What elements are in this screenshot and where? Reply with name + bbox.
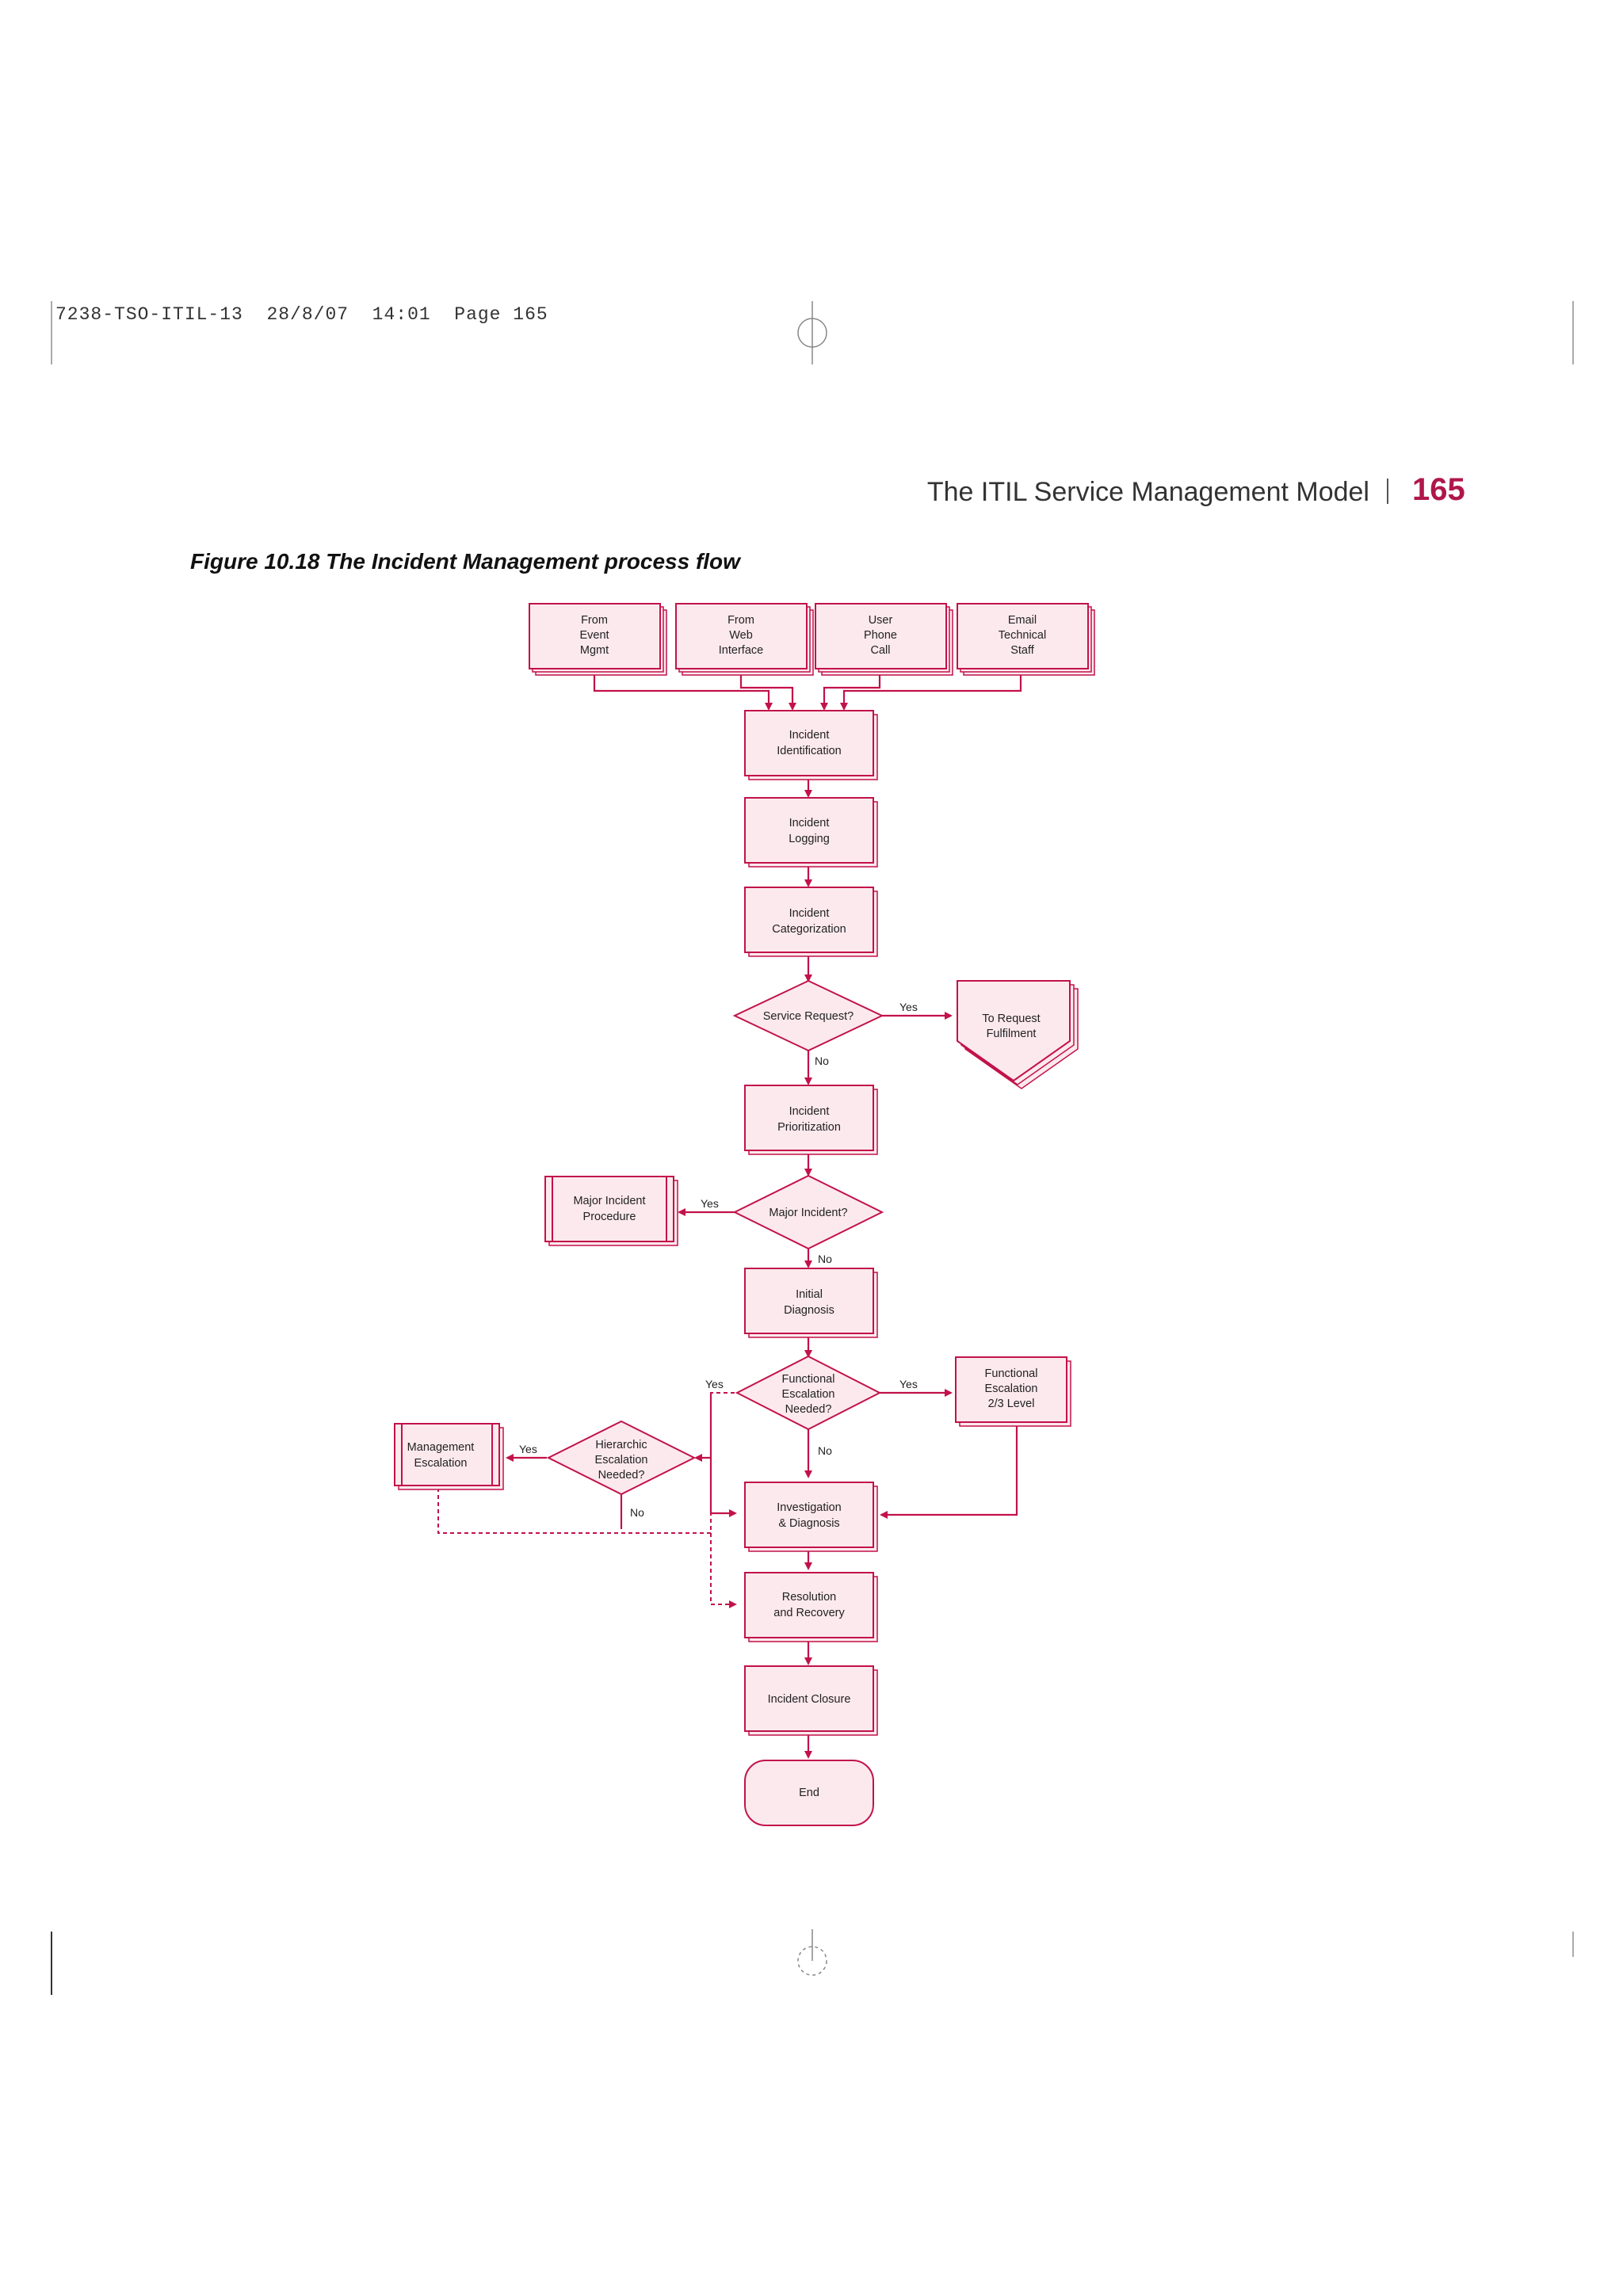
node-from-web: From Web Interface	[675, 603, 814, 676]
header-divider	[1387, 479, 1388, 504]
node-email-staff: Email Technical Staff	[957, 603, 1095, 676]
node-label: Escalation	[985, 1383, 1038, 1395]
node-label: Hierarchic	[595, 1439, 647, 1451]
decision-service-request: Service Request?	[732, 979, 884, 1052]
node-label: Functional	[782, 1373, 835, 1386]
node-label: Phone	[864, 629, 897, 642]
node-label: Mgmt	[580, 644, 609, 657]
crop-mark-right-top	[1572, 301, 1574, 364]
edge-functional-escalation-return	[880, 1425, 1018, 1519]
node-request-fulfilment: To Request Fulfilment	[957, 980, 1079, 1089]
node-label: Incident	[789, 817, 830, 830]
node-label: Web	[729, 629, 753, 642]
node-label: Functional	[985, 1367, 1038, 1380]
decision-functional-escalation: Functional Escalation Needed?	[735, 1355, 882, 1431]
node-major-incident-procedure: Major Incident Procedure	[544, 1176, 678, 1246]
print-slug: 7238-TSO-ITIL-13 28/8/07 14:01 Page 165	[55, 304, 548, 325]
label-yes: Yes	[899, 1378, 918, 1390]
node-label: Needed?	[598, 1469, 645, 1482]
dashed-functional-to-resolution	[710, 1392, 737, 1608]
node-label: Resolution	[782, 1591, 837, 1604]
node-label: Technical	[999, 629, 1046, 642]
label-no: No	[630, 1506, 644, 1519]
label-no: No	[815, 1055, 829, 1067]
label-yes: Yes	[519, 1443, 537, 1455]
node-label: To Request	[982, 1013, 1040, 1025]
node-label: Escalation	[782, 1388, 835, 1401]
edge-functional-to-hierarchic	[694, 1393, 712, 1462]
page-number: 165	[1412, 472, 1465, 507]
node-label: Incident	[789, 907, 830, 920]
node-label: From	[581, 614, 608, 627]
node-label: 2/3 Level	[988, 1398, 1035, 1410]
node-label: From	[727, 614, 754, 627]
figure-caption: Figure 10.18 The Incident Management pro…	[190, 549, 740, 574]
node-label: Logging	[789, 833, 830, 845]
node-label: Event	[579, 629, 609, 642]
node-initial-diagnosis: Initial Diagnosis	[744, 1268, 878, 1338]
node-label: and Recovery	[773, 1607, 845, 1619]
node-label: Procedure	[583, 1211, 636, 1223]
node-label: Needed?	[785, 1403, 832, 1416]
running-title: The ITIL Service Management Model	[926, 477, 1369, 507]
node-user-phone: User Phone Call	[815, 603, 953, 676]
node-management-escalation: Management Escalation	[394, 1423, 504, 1490]
node-label: Incident	[789, 1105, 830, 1118]
edge-phone-to-identification	[820, 675, 881, 711]
node-incident-prioritization: Incident Prioritization	[744, 1085, 878, 1155]
node-label: Categorization	[772, 923, 846, 936]
crop-mark-right-bottom	[1572, 1932, 1574, 1957]
node-label: Interface	[719, 644, 763, 657]
label-yes: Yes	[701, 1197, 719, 1210]
registration-mark-top	[797, 301, 827, 364]
node-label: Service Request?	[763, 1010, 854, 1023]
edge-to-investigation	[709, 1458, 737, 1517]
node-label: Staff	[1010, 644, 1035, 657]
crop-mark-left-top	[51, 301, 52, 364]
node-label: Management	[407, 1441, 475, 1454]
dashed-management-return	[437, 1488, 711, 1534]
node-label: Escalation	[595, 1454, 648, 1466]
node-incident-logging: Incident Logging	[744, 797, 878, 868]
node-label: Incident Closure	[768, 1693, 851, 1706]
node-investigation-diagnosis: Investigation & Diagnosis	[744, 1482, 878, 1552]
label-yes: Yes	[705, 1378, 724, 1390]
edge-event-to-identification	[593, 675, 773, 711]
node-label: Fulfilment	[987, 1028, 1037, 1040]
decision-major-incident: Major Incident?	[732, 1174, 884, 1250]
node-resolution-recovery: Resolution and Recovery	[744, 1572, 878, 1642]
label-no: No	[818, 1444, 832, 1457]
node-label: Email	[1008, 614, 1037, 627]
node-label: Incident	[789, 729, 830, 742]
node-label: Prioritization	[777, 1121, 841, 1134]
label-no: No	[818, 1253, 832, 1265]
node-from-event: From Event Mgmt	[529, 603, 667, 676]
node-label: Investigation	[777, 1501, 841, 1514]
connectors	[437, 675, 1022, 1759]
label-yes: Yes	[899, 1001, 918, 1013]
node-label: Identification	[777, 745, 841, 757]
node-label: User	[869, 614, 893, 627]
node-label: Diagnosis	[784, 1304, 834, 1317]
edge-email-to-identification	[840, 675, 1022, 711]
node-label: Escalation	[414, 1457, 468, 1470]
registration-mark-bottom	[797, 1929, 827, 1976]
crop-mark-left-bottom	[51, 1932, 52, 1995]
node-incident-categorization: Incident Categorization	[744, 887, 878, 957]
node-functional-escalation: Functional Escalation 2/3 Level	[955, 1356, 1071, 1427]
node-label: Major Incident?	[769, 1207, 847, 1219]
node-label: Initial	[796, 1288, 823, 1301]
node-label: & Diagnosis	[778, 1517, 839, 1530]
decision-hierarchic-escalation: Hierarchic Escalation Needed?	[546, 1420, 697, 1496]
node-label: End	[799, 1787, 819, 1799]
node-label: Major Incident	[573, 1195, 645, 1207]
node-label: Call	[871, 644, 891, 657]
node-end: End	[744, 1760, 874, 1826]
edge-web-to-identification	[739, 675, 796, 711]
node-incident-closure: Incident Closure	[744, 1665, 878, 1736]
node-incident-identification: Incident Identification	[744, 710, 878, 780]
